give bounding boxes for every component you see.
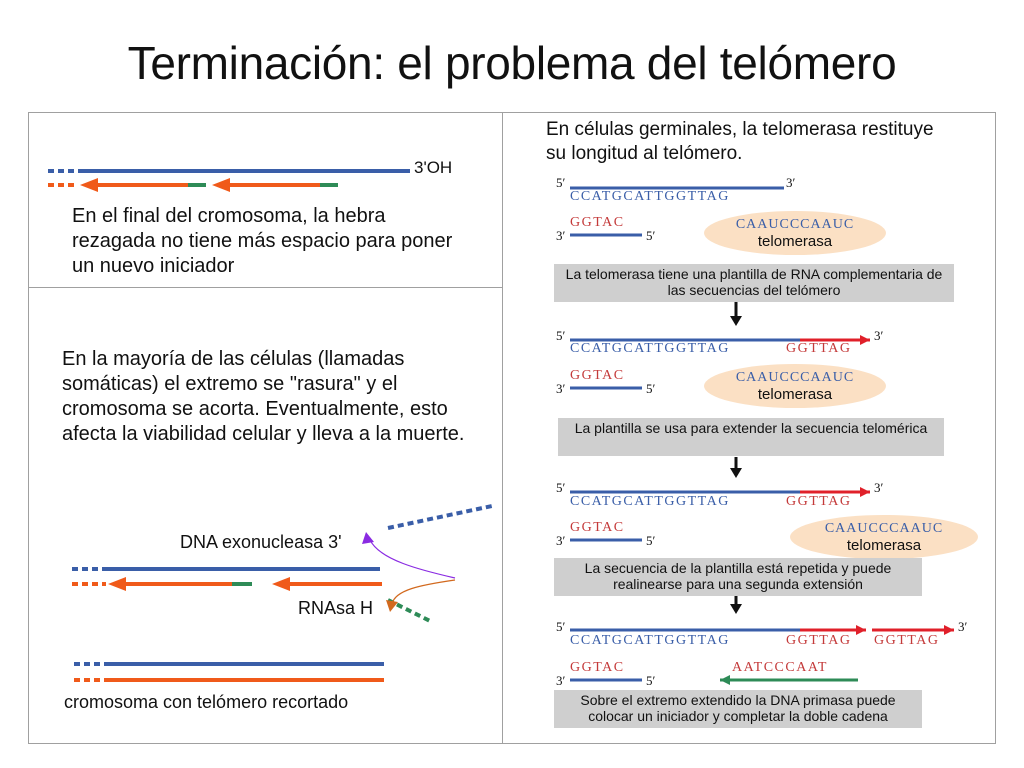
prime-5-top: 5′ (556, 619, 566, 634)
lagging-strand-text: En el final del cromosoma, la hebra reza… (72, 205, 453, 277)
lagging-strand-diagram (48, 169, 410, 192)
telomerase-label: telomerasa (757, 386, 833, 403)
telomere-sequence: CCATGCATTGGTTAG (570, 494, 730, 509)
telomerase-step-1-strands (570, 186, 784, 237)
prime-3-bottom: 3′ (556, 673, 566, 688)
telomere-sequence: CCATGCATTGGTTAG (570, 341, 730, 356)
complementary-sequence: GGTAC (570, 215, 625, 230)
complementary-sequence: GGTAC (570, 368, 625, 383)
rna-template-sequence: CAAUCCCAAUC (735, 217, 855, 232)
extension-sequence: GGTTAG (786, 494, 852, 509)
telomere-sequence: CCATGCATTGGTTAG (570, 189, 730, 204)
page-title: Terminación: el problema del telómero (127, 37, 897, 89)
step-4-caption: Sobre el extremo extendido la DNA primas… (554, 690, 922, 728)
prime-5-top: 5′ (556, 328, 566, 343)
telomerase-label: telomerasa (846, 537, 922, 554)
prime-3-top: 3′ (874, 480, 884, 495)
step-3-caption: La secuencia de la plantilla está repeti… (554, 558, 922, 596)
complementary-sequence: GGTAC (570, 520, 625, 535)
extension-sequence: GGTTAG (786, 341, 852, 356)
rna-template-sequence: CAAUCCCAAUC (824, 521, 944, 536)
extension-sequence: GGTTAG (786, 633, 852, 648)
prime-3-top: 3′ (958, 619, 968, 634)
telomerase-enzyme: CAAUCCCAAUC telomerasa (704, 364, 886, 408)
shortened-telomere-caption: cromosoma con telómero recortado (64, 692, 349, 712)
step-arrows (730, 302, 742, 614)
telomerase-enzyme: CAAUCCCAAUC telomerasa (704, 211, 886, 255)
complementary-sequence: GGTAC (570, 660, 625, 675)
rna-template-sequence: CAAUCCCAAUC (735, 370, 855, 385)
panel-right (502, 112, 996, 744)
prime-5-bottom: 5′ (646, 228, 656, 243)
prime-5-bottom: 5′ (646, 533, 656, 548)
prime-5-top: 5′ (556, 480, 566, 495)
prime-5-bottom: 5′ (646, 673, 656, 688)
exonuclease-label: DNA exonucleasa 3' (180, 532, 342, 552)
rnasa-label: RNAsa H (298, 598, 374, 618)
telomerase-step-4-strands (570, 625, 954, 685)
telomere-sequence: CCATGCATTGGTTAG (570, 633, 730, 648)
telomerase-step-3-strands (570, 487, 870, 542)
extension-sequence-2: GGTTAG (874, 633, 940, 648)
prime-3-bottom: 3′ (556, 228, 566, 243)
prime-3-bottom: 3′ (556, 533, 566, 548)
label-3oh: 3'OH (414, 158, 453, 177)
step-2-caption: La plantilla se usa para extender la sec… (558, 418, 944, 456)
germline-intro-text: En células germinales, la telomerasa res… (546, 119, 934, 164)
prime-3-top: 3′ (786, 175, 796, 190)
primer-sequence: AATCCCAAT (732, 660, 828, 675)
exonuclease-diagram (72, 504, 493, 682)
telomerase-label: telomerasa (757, 233, 833, 250)
telomerase-step-2-strands (570, 335, 870, 390)
step-1-caption: La telomerasa tiene una plantilla de RNA… (554, 264, 954, 302)
telomerase-enzyme: CAAUCCCAAUC telomerasa (790, 515, 978, 559)
prime-5-top: 5′ (556, 175, 566, 190)
prime-5-bottom: 5′ (646, 381, 656, 396)
prime-3-bottom: 3′ (556, 381, 566, 396)
somatic-cells-text: En la mayoría de las células (llamadas s… (62, 348, 465, 445)
prime-3-top: 3′ (874, 328, 884, 343)
